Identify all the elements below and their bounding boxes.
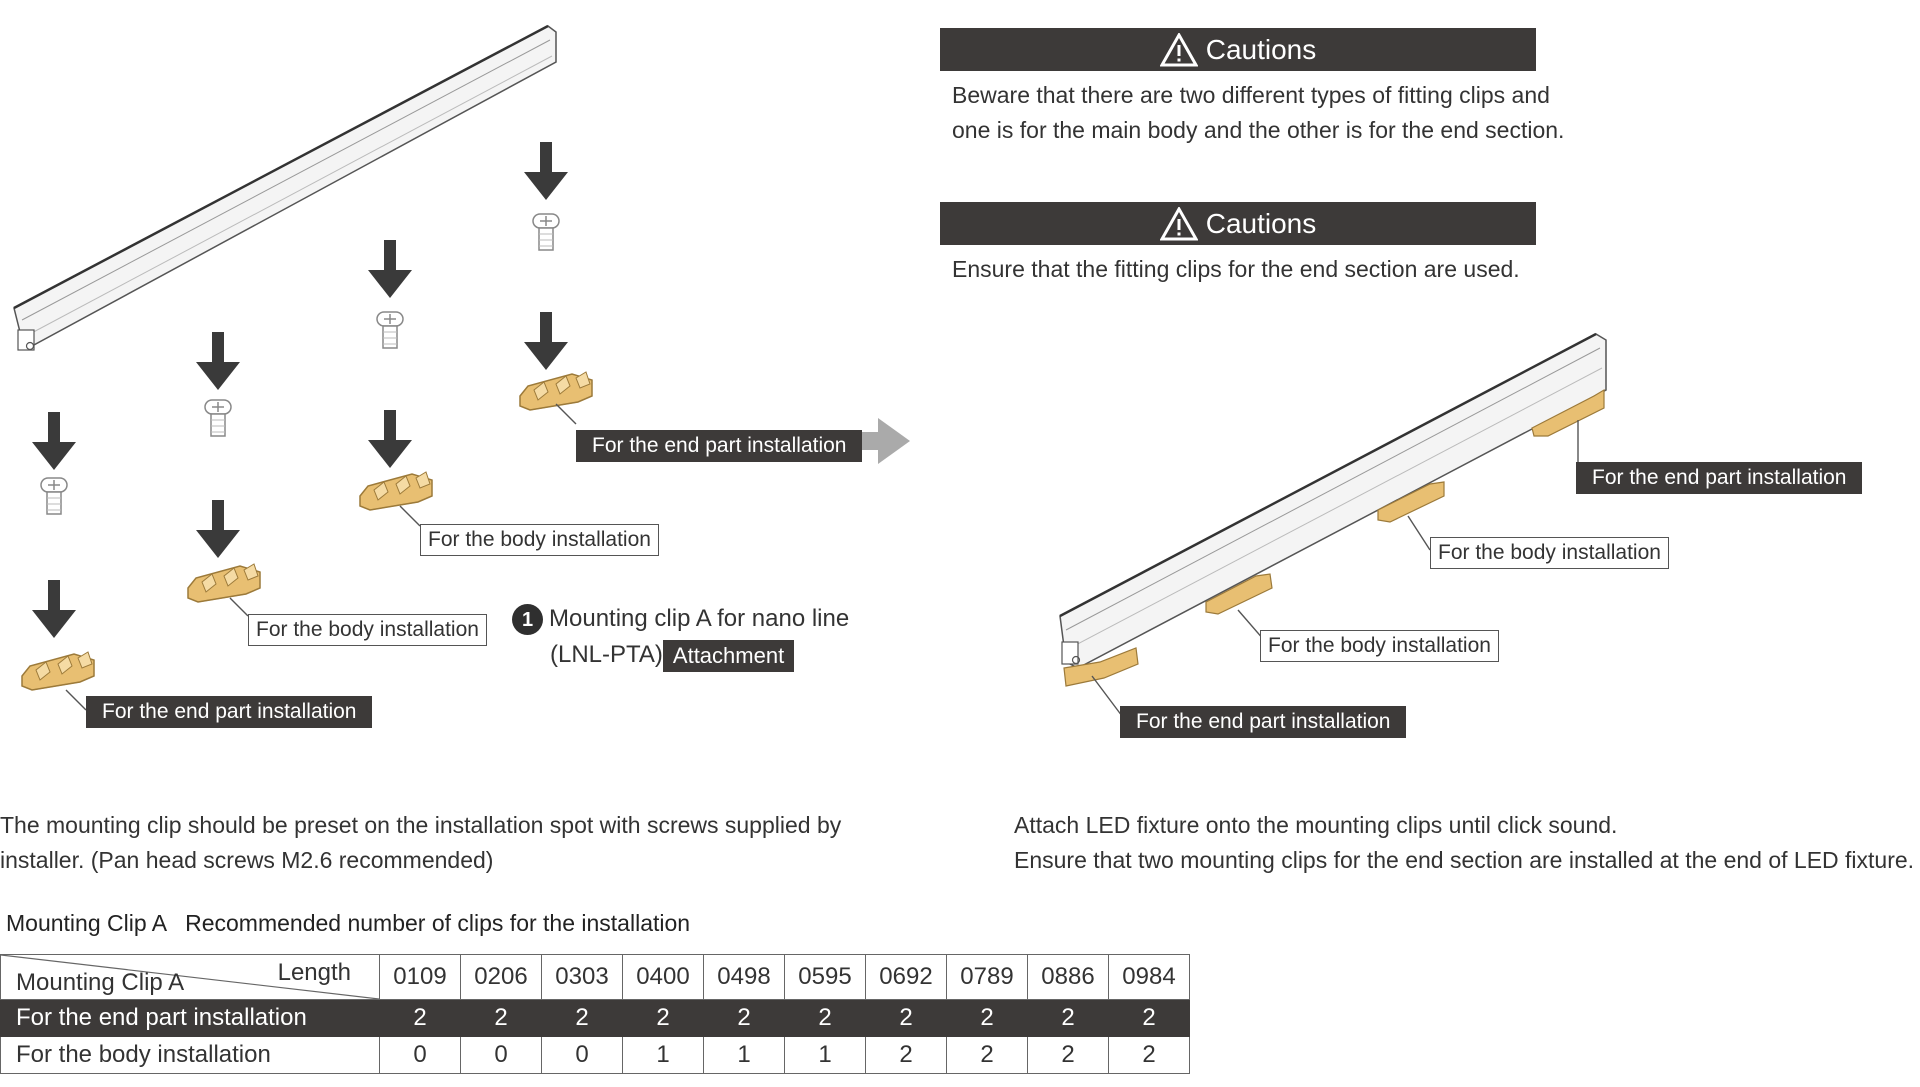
table-cell: 2 — [622, 999, 704, 1037]
caution-1-line-2: one is for the main body and the other i… — [952, 117, 1565, 143]
down-arrow-icon — [524, 142, 568, 200]
down-arrow-icon — [368, 410, 412, 468]
screw-icon — [376, 311, 404, 349]
caution-text-2: Ensure that the fitting clips for the en… — [952, 252, 1520, 287]
label-end-part-left: For the end part installation — [86, 696, 373, 728]
table-cell: 2 — [1108, 1036, 1190, 1074]
label-body-right-2: For the body installation — [1260, 630, 1499, 662]
screw-icon — [204, 399, 232, 437]
caution-header-2: Cautions — [940, 202, 1536, 245]
table-cell: 2 — [460, 999, 542, 1037]
attachment-badge: Attachment — [662, 639, 795, 672]
mounting-clip-icon — [21, 651, 95, 691]
down-arrow-icon — [368, 240, 412, 298]
mounting-clip-icon — [359, 471, 433, 511]
header-clip: Mounting Clip A — [16, 969, 185, 996]
clip-count-table: Length Mounting Clip A 0109 0206 0303 04… — [0, 954, 1190, 1074]
table-title-left: Mounting Clip A — [6, 910, 168, 936]
label-body-right-1: For the body installation — [1430, 537, 1669, 569]
down-arrow-icon — [32, 580, 76, 638]
label-body-col2: For the body installation — [248, 614, 487, 646]
caution-1-line-1: Beware that there are two different type… — [952, 82, 1550, 108]
table-cell: 0 — [541, 1036, 623, 1074]
length-header: 0984 — [1108, 954, 1190, 1000]
warning-icon — [1159, 206, 1198, 241]
mounting-clip-icon — [187, 563, 261, 603]
table-cell: 2 — [703, 999, 785, 1037]
table-cell: 1 — [703, 1036, 785, 1074]
table-title-right: Recommended number of clips for the inst… — [185, 910, 691, 936]
step-number-badge: 1 — [512, 604, 543, 636]
installed-led-fixture — [1059, 332, 1607, 687]
caution-text-1: Beware that there are two different type… — [952, 78, 1564, 148]
screw-icon — [40, 477, 68, 515]
table-cell: 2 — [1027, 1036, 1109, 1074]
table-cell: 2 — [946, 1036, 1028, 1074]
table-cell: 2 — [379, 999, 461, 1037]
length-header: 0886 — [1027, 954, 1109, 1000]
clip-caption-second: (LNL-PTA)Attachment — [550, 638, 795, 672]
down-arrow-icon — [196, 332, 240, 390]
table-cell: 2 — [541, 999, 623, 1037]
label-end-part-col4: For the end part installation — [576, 430, 863, 462]
caution-2-line-1: Ensure that the fitting clips for the en… — [952, 256, 1520, 282]
table-cell: 2 — [865, 999, 947, 1037]
table-row: For the body installation 0 0 0 1 1 1 2 … — [0, 1036, 1190, 1074]
screw-icon — [532, 213, 560, 251]
warning-icon — [1159, 32, 1198, 67]
left-instruction: The mounting clip should be preset on th… — [0, 808, 841, 878]
table-header-row: Length Mounting Clip A 0109 0206 0303 04… — [0, 954, 1190, 1000]
table-corner-cell: Length Mounting Clip A — [0, 954, 380, 1000]
down-arrow-icon — [196, 500, 240, 558]
left-instruction-line-2: installer. (Pan head screws M2.6 recomme… — [0, 847, 494, 873]
table-row: For the end part installation 2 2 2 2 2 … — [0, 999, 1190, 1037]
header-length: Length — [277, 959, 351, 986]
table-cell: 2 — [865, 1036, 947, 1074]
length-header: 0109 — [379, 954, 461, 1000]
clip-caption-line2: (LNL-PTA) — [550, 641, 663, 668]
label-end-part-right-top: For the end part installation — [1576, 462, 1863, 494]
table-cell: 2 — [946, 999, 1028, 1037]
caution-header-1: Cautions — [940, 28, 1536, 71]
table-title: Mounting Clip A Recommended number of cli… — [6, 910, 690, 937]
down-arrow-icon — [524, 312, 568, 370]
length-header: 0303 — [541, 954, 623, 1000]
length-header: 0400 — [622, 954, 704, 1000]
length-header: 0789 — [946, 954, 1028, 1000]
length-header: 0692 — [865, 954, 947, 1000]
table-cell: 1 — [784, 1036, 866, 1074]
table-cell: 2 — [784, 999, 866, 1037]
label-end-part-right-bottom: For the end part installation — [1120, 706, 1407, 738]
table-cell: 0 — [460, 1036, 542, 1074]
left-instruction-line-1: The mounting clip should be preset on th… — [0, 812, 842, 838]
right-instruction-line-1: Attach LED fixture onto the mounting cli… — [1014, 812, 1618, 838]
table-cell: 1 — [622, 1036, 704, 1074]
table-cell: 0 — [379, 1036, 461, 1074]
caution-title-2: Cautions — [1205, 207, 1317, 239]
label-body-col3: For the body installation — [420, 524, 659, 556]
table-cell: 2 — [1108, 999, 1190, 1037]
caution-title-1: Cautions — [1205, 33, 1317, 65]
length-header: 0498 — [703, 954, 785, 1000]
down-arrow-icon — [32, 412, 76, 470]
row-label: For the body installation — [0, 1036, 380, 1074]
right-instruction-line-2: Ensure that two mounting clips for the e… — [1014, 847, 1915, 873]
row-label: For the end part installation — [0, 999, 380, 1037]
right-instruction: Attach LED fixture onto the mounting cli… — [1014, 808, 1914, 878]
length-header: 0206 — [460, 954, 542, 1000]
length-header: 0595 — [784, 954, 866, 1000]
corner-diagonal — [1, 955, 379, 999]
table-cell: 2 — [1027, 999, 1109, 1037]
clip-caption-line1: Mounting clip A for nano line — [549, 605, 850, 632]
led-fixture-bar — [13, 24, 557, 351]
